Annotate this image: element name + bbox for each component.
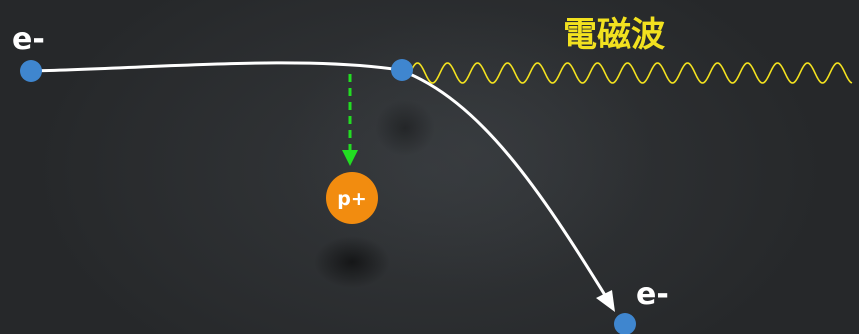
incoming-electron-label: e-: [12, 22, 45, 57]
wave-label: 電磁波: [563, 15, 665, 55]
proton-particle: [326, 172, 378, 224]
electromagnetic-wave: [409, 62, 853, 84]
incoming-trajectory: [29, 61, 402, 73]
scattering-electron: [391, 59, 413, 81]
path-shadow: [375, 100, 435, 156]
trajectory-arrow-icon: [596, 290, 615, 312]
outgoing-electron-label: e-: [636, 277, 669, 312]
proton-shadow: [314, 236, 390, 288]
force-arrow-icon: [342, 150, 358, 166]
outgoing-electron: [614, 313, 636, 334]
proton-label: p+: [337, 188, 367, 210]
deflected-trajectory: [398, 68, 610, 302]
incoming-electron: [20, 60, 42, 82]
